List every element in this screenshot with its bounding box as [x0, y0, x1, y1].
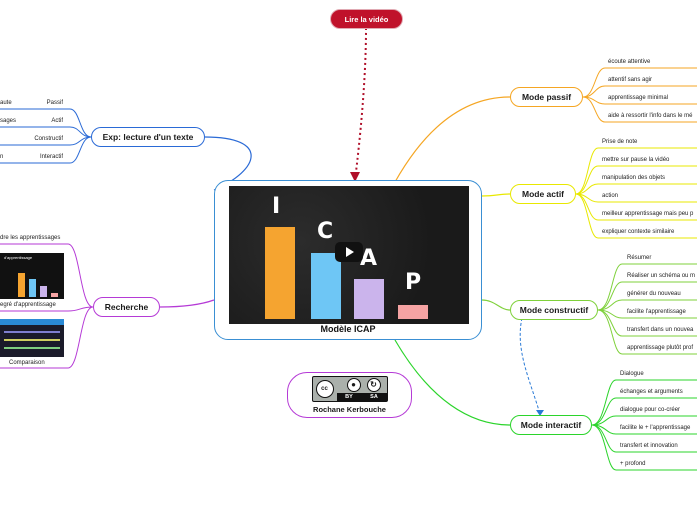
- topic-label: Mode constructif: [519, 305, 589, 315]
- sa-label: SA: [370, 394, 378, 400]
- author-name: Rochane Kerbouche: [313, 405, 386, 414]
- thumb-bar: [18, 273, 25, 297]
- bar-i: [265, 227, 295, 319]
- video-thumbnail[interactable]: I C A P: [229, 186, 469, 324]
- exp-row-4-right[interactable]: Interactif: [39, 154, 63, 160]
- recherche-item-1[interactable]: dre les apprentissages: [0, 235, 61, 241]
- leaf-passif-4[interactable]: aide à ressortir l'info dans le mé: [608, 113, 693, 119]
- topic-mode-constructif[interactable]: Mode constructif: [510, 300, 598, 320]
- leaf-constructif-4[interactable]: facilite l'apprentissage: [627, 309, 686, 315]
- topic-label: Mode passif: [521, 92, 572, 102]
- play-button[interactable]: [335, 242, 363, 262]
- bar-a: [354, 279, 384, 319]
- leaf-interactif-1[interactable]: Dialogue: [620, 371, 644, 377]
- exp-row-2-left[interactable]: sages: [0, 118, 17, 124]
- exp-row-4-left[interactable]: n: [0, 154, 4, 160]
- thumb-bar: [51, 293, 58, 297]
- leaf-constructif-1[interactable]: Résumer: [627, 255, 652, 261]
- exp-row-1-right[interactable]: Passif: [46, 100, 63, 106]
- recherche-image-comparison[interactable]: [0, 319, 64, 357]
- thumb-row: [4, 331, 60, 333]
- by-icon: ●: [346, 378, 361, 392]
- cc-icon: cc: [315, 380, 334, 398]
- thumb-row: [4, 347, 60, 349]
- topic-mode-interactif[interactable]: Mode interactif: [510, 415, 592, 435]
- leaf-actif-6[interactable]: expliquer contexte similaire: [602, 229, 675, 235]
- central-topic[interactable]: I C A P Modèle ICAP: [214, 180, 482, 340]
- exp-row-1-left[interactable]: aute: [0, 100, 12, 106]
- topic-recherche[interactable]: Recherche: [93, 297, 160, 317]
- thumb-title: d'apprentissage: [4, 255, 33, 260]
- topic-label: Exp: lecture d'un texte: [102, 132, 194, 142]
- leaf-constructif-6[interactable]: apprentissage plutôt prof: [627, 345, 694, 351]
- topic-label: Mode actif: [521, 189, 565, 199]
- video-link-label: Lire la vidéo: [344, 14, 389, 24]
- recherche-item-2[interactable]: egré d'apprentissage: [0, 302, 56, 308]
- letter-a: A: [360, 246, 378, 271]
- recherche-item-3[interactable]: Comparaison: [9, 360, 45, 366]
- license-strip: BY SA: [336, 393, 387, 401]
- thumb-bar: [29, 279, 36, 297]
- sa-icon: ↻: [366, 378, 381, 392]
- topic-mode-passif[interactable]: Mode passif: [510, 87, 583, 107]
- leaf-actif-4[interactable]: action: [602, 193, 619, 199]
- cc-license-badge: cc ● ↻ BY SA: [311, 376, 388, 402]
- thumb-header: [0, 319, 64, 325]
- letter-i: I: [272, 194, 281, 219]
- by-label: BY: [345, 394, 353, 400]
- leaf-actif-2[interactable]: mettre sur pause la vidéo: [602, 157, 670, 163]
- topic-exp-lecture[interactable]: Exp: lecture d'un texte: [91, 127, 205, 147]
- leaf-actif-5[interactable]: meilleur apprentissage mais peu p: [602, 211, 694, 217]
- letter-p: P: [405, 270, 422, 295]
- leaf-actif-3[interactable]: manipulation des objets: [602, 175, 666, 181]
- leaf-interactif-4[interactable]: facilite le + l'apprentissage: [620, 425, 691, 431]
- leaf-interactif-2[interactable]: échanges et arguments: [620, 389, 683, 395]
- exp-row-2-right[interactable]: Actif: [51, 118, 63, 124]
- leaf-constructif-3[interactable]: générer du nouveau: [627, 291, 681, 297]
- leaf-passif-2[interactable]: attentif sans agir: [608, 77, 653, 83]
- topic-label: Recherche: [104, 302, 149, 312]
- letter-c: C: [317, 219, 334, 244]
- topic-mode-actif[interactable]: Mode actif: [510, 184, 576, 204]
- bar-c: [311, 253, 341, 319]
- leaf-interactif-6[interactable]: + profond: [620, 461, 646, 467]
- leaf-constructif-5[interactable]: transfert dans un nouvea: [627, 327, 694, 333]
- leaf-interactif-3[interactable]: dialogue pour co-créer: [620, 407, 681, 413]
- leaf-interactif-5[interactable]: transfert et innovation: [620, 443, 678, 449]
- leaf-passif-3[interactable]: apprentissage minimal: [608, 95, 669, 101]
- leaf-constructif-2[interactable]: Réaliser un schéma ou m: [627, 273, 696, 279]
- recherche-image-chart[interactable]: d'apprentissage: [0, 253, 64, 299]
- topic-label: Mode interactif: [520, 420, 582, 430]
- license-node[interactable]: cc ● ↻ BY SA Rochane Kerbouche: [287, 372, 412, 418]
- leaf-passif-1[interactable]: écoute attentive: [608, 59, 651, 65]
- exp-row-3-right[interactable]: Constructif: [34, 136, 63, 142]
- thumb-row: [4, 339, 60, 341]
- central-caption: Modèle ICAP: [320, 324, 376, 334]
- leaf-actif-1[interactable]: Prise de note: [602, 139, 638, 145]
- video-link-button[interactable]: Lire la vidéo: [330, 9, 403, 29]
- play-icon: [346, 247, 354, 257]
- thumb-bar: [40, 286, 47, 297]
- bar-p: [398, 305, 428, 319]
